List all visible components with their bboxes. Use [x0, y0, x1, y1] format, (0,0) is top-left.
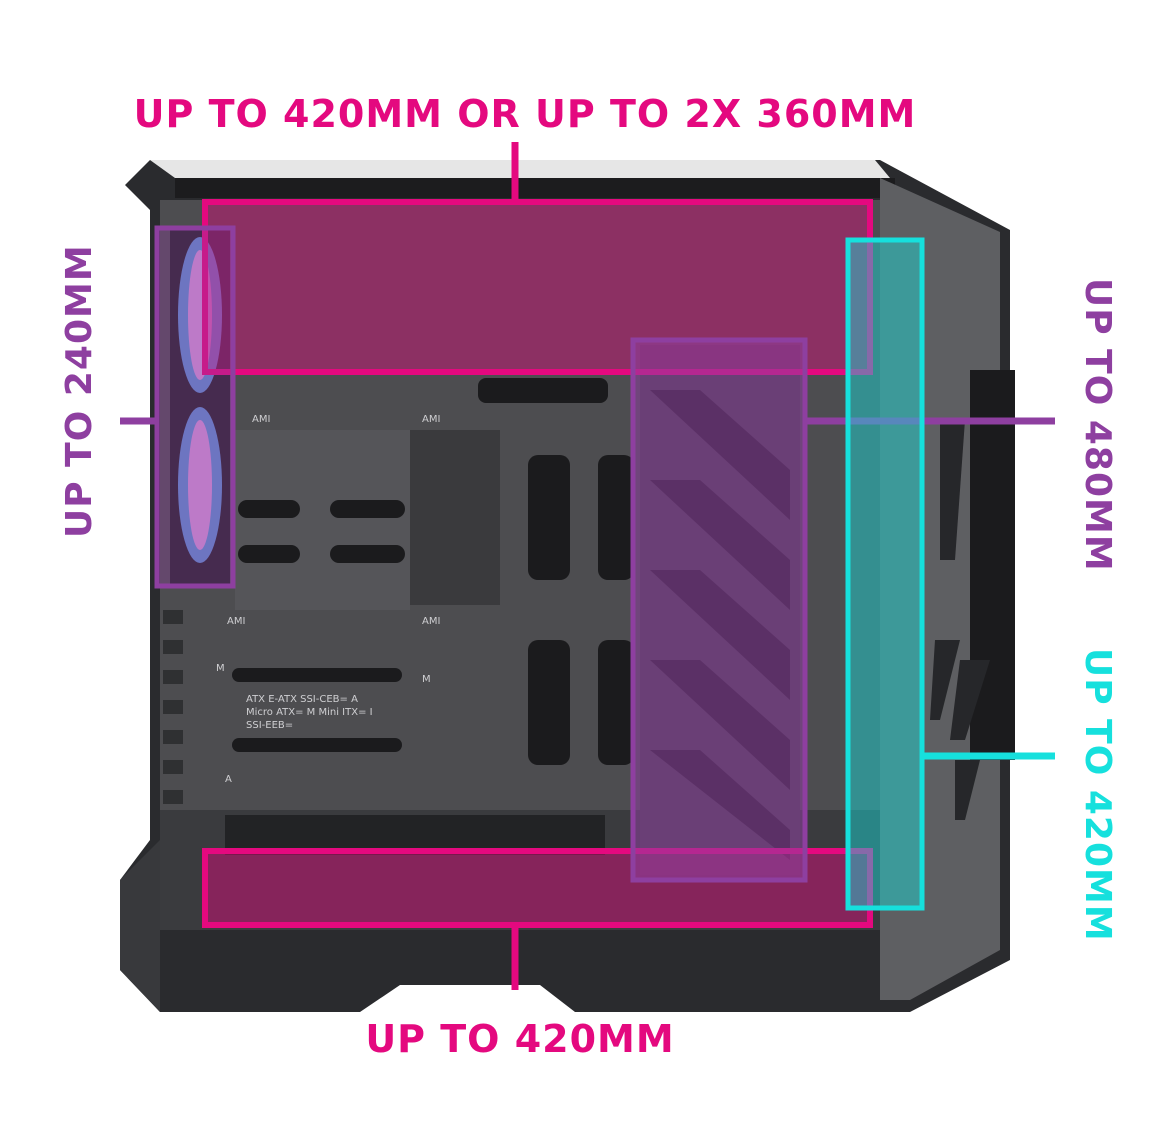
panel-markings: ATX E-ATX SSI-CEB= A Micro ATX= M Mini I…: [216, 414, 440, 785]
cable-grommets: [232, 378, 634, 765]
marking-m-1: M: [216, 663, 225, 674]
label-bottom-radiator: UP TO 420MM: [365, 1017, 675, 1061]
marking-a-1: A: [225, 774, 232, 785]
rear-fans: [170, 230, 230, 585]
case-foot: [120, 840, 160, 1012]
zone-rear-radiator: [120, 225, 236, 589]
label-rear-radiator: UP TO 240MM: [59, 244, 100, 538]
zone-mid-radiator: [630, 337, 1055, 883]
label-front-radiator: UP TO 420MM: [1077, 648, 1118, 942]
marking-ami-1: AMI: [252, 414, 270, 425]
marking-line-1: ATX E-ATX SSI-CEB= A: [246, 694, 358, 705]
front-logo: [930, 420, 990, 820]
marking-ami-2: AMI: [422, 414, 440, 425]
marking-ami-4: AMI: [422, 616, 440, 627]
marking-m-2: M: [422, 674, 431, 685]
marking-ami-3: AMI: [227, 616, 245, 627]
expansion-slots: [163, 610, 183, 804]
label-top-radiator: UP TO 420MM OR UP TO 2X 360MM: [133, 92, 917, 136]
top-mesh: [175, 178, 895, 198]
top-panel: [150, 160, 890, 178]
motherboard-cutout: [410, 430, 500, 605]
marking-line-2: Micro ATX= M Mini ITX= I: [246, 707, 373, 718]
marking-line-3: SSI-EEB=: [246, 720, 293, 731]
zone-front-radiator: [845, 237, 1055, 911]
rear-io-area: [235, 430, 410, 610]
label-mid-radiator: UP TO 480MM: [1077, 278, 1118, 572]
